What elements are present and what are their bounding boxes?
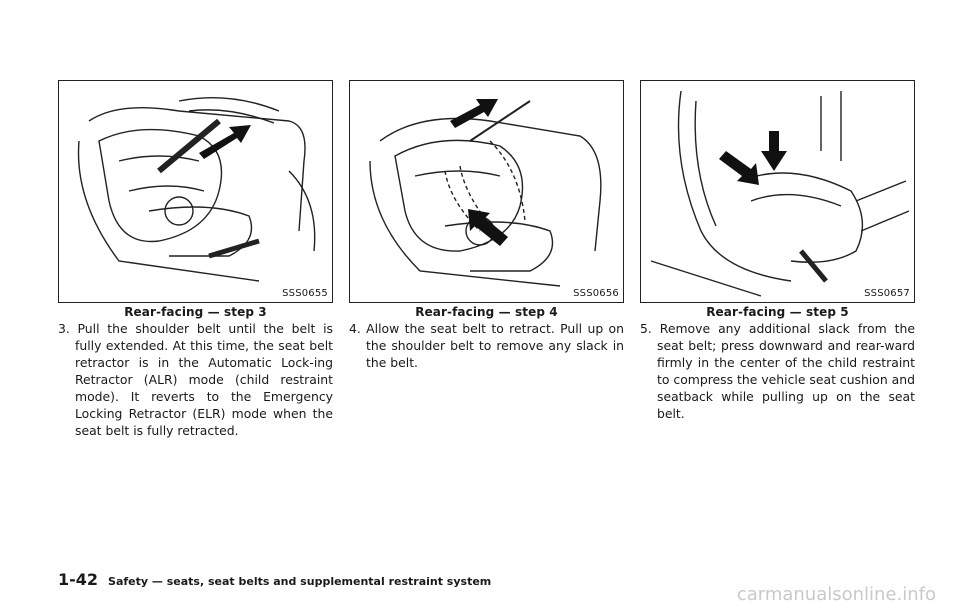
- figure-code: SSS0655: [282, 288, 328, 299]
- child-seat-illustration-step-5: [650, 90, 910, 297]
- arrow-icon: [199, 125, 251, 159]
- step-5-column: SSS0657 Rear-facing — step 5 5. Remove a…: [640, 80, 915, 422]
- figure-caption: Rear-facing — step 5: [706, 305, 849, 319]
- figure-code: SSS0656: [573, 288, 619, 299]
- arrow-diagonal-icon: [719, 151, 759, 185]
- child-seat-illustration-step-3: [77, 96, 316, 282]
- figure-caption: Rear-facing — step 4: [415, 305, 558, 319]
- step-3-column: SSS0655 Rear-facing — step 3 3. Pull the…: [58, 80, 333, 439]
- figure-step-5: SSS0657: [640, 80, 915, 303]
- step-text: 5. Remove any additional slack from the …: [640, 321, 915, 421]
- page-footer: 1-42 Safety — seats, seat belts and supp…: [58, 570, 491, 589]
- watermark: carmanualsonline.info: [736, 584, 936, 605]
- child-seat-illustration-step-4: [369, 99, 602, 287]
- figure-code: SSS0657: [864, 288, 910, 299]
- section-title: Safety — seats, seat belts and supplemen…: [108, 575, 492, 588]
- arrow-down-icon: [468, 209, 508, 246]
- step-4-column: SSS0656 Rear-facing — step 4 4. Allow th…: [349, 80, 624, 371]
- step-text: 3. Pull the shoulder belt until the belt…: [58, 321, 333, 438]
- figure-step-4: SSS0656: [349, 80, 624, 303]
- figure-caption: Rear-facing — step 3: [124, 305, 267, 319]
- figure-step-3: SSS0655: [58, 80, 333, 303]
- step-text: 4. Allow the seat belt to retract. Pull …: [349, 321, 624, 370]
- arrow-down-icon: [761, 131, 787, 171]
- page-number: 1-42: [58, 570, 99, 589]
- arrow-up-icon: [450, 99, 498, 128]
